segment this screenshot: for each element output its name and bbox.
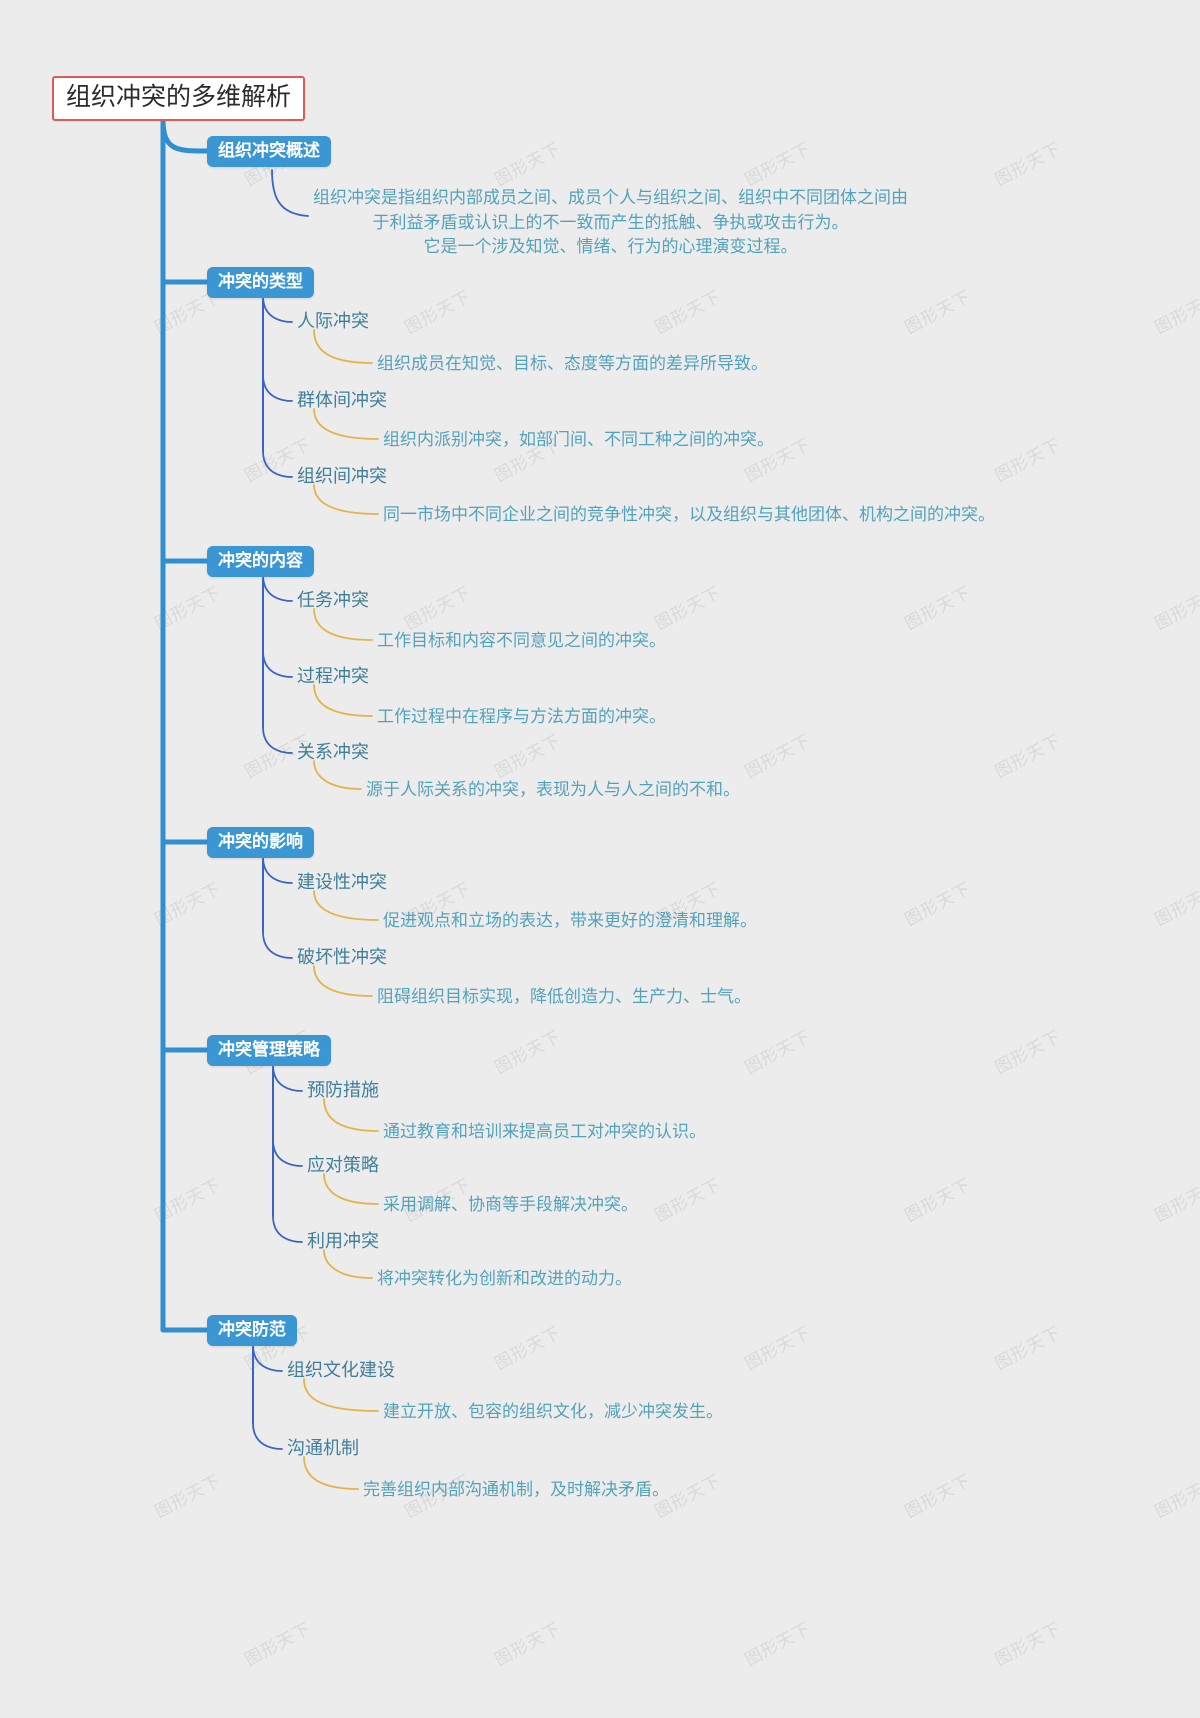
watermark-text: 图形天下: [151, 1470, 225, 1523]
edge: [303, 1456, 359, 1490]
topic-node-relationship[interactable]: 关系冲突: [297, 742, 369, 763]
edge: [262, 574, 293, 602]
watermark-text: 图形天下: [151, 878, 225, 931]
watermark-text: 图形天下: [741, 1322, 815, 1375]
edge: [160, 116, 210, 154]
branch-node-content[interactable]: 冲突的内容: [207, 546, 314, 578]
edge: [313, 408, 379, 440]
detail-node-overview: 组织冲突是指组织内部成员之间、成员个人与组织之间、组织中不同团体之间由 于利益矛…: [313, 188, 908, 258]
watermark-text: 图形天下: [991, 138, 1065, 191]
edge: [262, 650, 293, 678]
edge: [313, 329, 373, 364]
topic-node-communication[interactable]: 沟通机制: [287, 1438, 359, 1459]
edge: [313, 484, 379, 515]
watermark-text: 图形天下: [991, 434, 1065, 487]
edge: [313, 684, 373, 717]
detail-node-constructive: 促进观点和立场的表达，带来更好的澄清和理解。: [383, 911, 757, 931]
detail-node-interpersonal: 组织成员在知觉、目标、态度等方面的差异所导致。: [377, 354, 768, 374]
detail-node-relationship: 源于人际关系的冲突，表现为人与人之间的不和。: [366, 780, 740, 800]
detail-node-culture: 建立开放、包容的组织文化，减少冲突发生。: [383, 1402, 723, 1422]
watermark-text: 图形天下: [741, 730, 815, 783]
detail-node-destructive: 阻碍组织目标实现，降低创造力、生产力、士气。: [377, 987, 751, 1007]
watermark-text: 图形天下: [1151, 1470, 1200, 1523]
watermark-text: 图形天下: [1151, 582, 1200, 635]
watermark-text: 图形天下: [1151, 878, 1200, 931]
branch-node-impact[interactable]: 冲突的影响: [207, 827, 314, 859]
watermark-text: 图形天下: [991, 1322, 1065, 1375]
watermark-text: 图形天下: [491, 1618, 565, 1671]
watermark-text: 图形天下: [741, 1026, 815, 1079]
edge: [313, 965, 373, 997]
detail-node-intergroup: 组织内派别冲突，如部门间、不同工种之间的冲突。: [383, 430, 774, 450]
edge: [262, 856, 293, 884]
branch-node-management[interactable]: 冲突管理策略: [207, 1035, 331, 1067]
watermark-text: 图形天下: [1151, 286, 1200, 339]
topic-node-leverage[interactable]: 利用冲突: [307, 1231, 379, 1252]
topic-node-destructive[interactable]: 破坏性冲突: [297, 947, 387, 968]
watermark-text: 图形天下: [901, 878, 975, 931]
watermark-text: 图形天下: [741, 138, 815, 191]
edge: [323, 1249, 373, 1279]
edge: [262, 374, 293, 402]
topic-node-interpersonal[interactable]: 人际冲突: [297, 311, 369, 332]
branch-node-types[interactable]: 冲突的类型: [207, 267, 314, 299]
topic-node-task[interactable]: 任务冲突: [297, 590, 369, 611]
watermark-text: 图形天下: [1151, 1174, 1200, 1227]
topic-node-intergroup[interactable]: 群体间冲突: [297, 390, 387, 411]
topic-node-response[interactable]: 应对策略: [307, 1155, 379, 1176]
topic-node-constructive[interactable]: 建设性冲突: [297, 872, 387, 893]
edge: [262, 295, 293, 323]
edge: [262, 450, 293, 478]
branch-node-overview[interactable]: 组织冲突概述: [207, 136, 331, 168]
edge: [323, 1098, 379, 1132]
edge: [303, 1378, 379, 1412]
watermark-text: 图形天下: [401, 582, 475, 635]
detail-node-prevention: 通过教育和培训来提高员工对冲突的认识。: [383, 1122, 706, 1142]
edge: [313, 760, 362, 790]
detail-node-task: 工作目标和内容不同意见之间的冲突。: [377, 631, 666, 651]
watermark-text: 图形天下: [901, 582, 975, 635]
watermark-text: 图形天下: [491, 1026, 565, 1079]
topic-node-prevention[interactable]: 预防措施: [307, 1080, 379, 1101]
edge: [272, 1064, 303, 1092]
edge: [272, 1215, 303, 1243]
watermark-text: 图形天下: [401, 286, 475, 339]
watermark-text: 图形天下: [901, 1470, 975, 1523]
watermark-text: 图形天下: [491, 730, 565, 783]
watermark-text: 图形天下: [901, 286, 975, 339]
root-node[interactable]: 组织冲突的多维解析: [52, 76, 306, 121]
watermark-text: 图形天下: [491, 138, 565, 191]
watermark-text: 图形天下: [651, 582, 725, 635]
detail-node-process: 工作过程中在程序与方法方面的冲突。: [377, 707, 666, 727]
detail-node-interorg: 同一市场中不同企业之间的竞争性冲突，以及组织与其他团体、机构之间的冲突。: [383, 505, 995, 525]
edge: [252, 1422, 283, 1450]
watermark-text: 图形天下: [651, 286, 725, 339]
watermark-text: 图形天下: [651, 1174, 725, 1227]
edge: [262, 726, 293, 754]
watermark-text: 图形天下: [991, 730, 1065, 783]
edge: [313, 608, 373, 641]
watermark-text: 图形天下: [151, 1174, 225, 1227]
detail-node-communication: 完善组织内部沟通机制，及时解决矛盾。: [363, 1480, 669, 1500]
detail-node-leverage: 将冲突转化为创新和改进的动力。: [377, 1269, 632, 1289]
watermark-text: 图形天下: [491, 1322, 565, 1375]
detail-node-response: 采用调解、协商等手段解决冲突。: [383, 1195, 638, 1215]
topic-node-interorg[interactable]: 组织间冲突: [297, 466, 387, 487]
branch-node-preclusion[interactable]: 冲突防范: [207, 1315, 297, 1347]
edge: [272, 1139, 303, 1167]
topic-node-culture[interactable]: 组织文化建设: [287, 1360, 395, 1381]
watermark-text: 图形天下: [741, 1618, 815, 1671]
edge: [262, 931, 293, 959]
edge: [271, 169, 309, 217]
watermark-text: 图形天下: [991, 1618, 1065, 1671]
edge: [313, 890, 379, 921]
edge: [252, 1344, 283, 1372]
watermark-text: 图形天下: [901, 1174, 975, 1227]
edge: [323, 1173, 379, 1205]
topic-node-process[interactable]: 过程冲突: [297, 666, 369, 687]
watermark-text: 图形天下: [151, 582, 225, 635]
watermark-text: 图形天下: [241, 1618, 315, 1671]
watermark-text: 图形天下: [991, 1026, 1065, 1079]
